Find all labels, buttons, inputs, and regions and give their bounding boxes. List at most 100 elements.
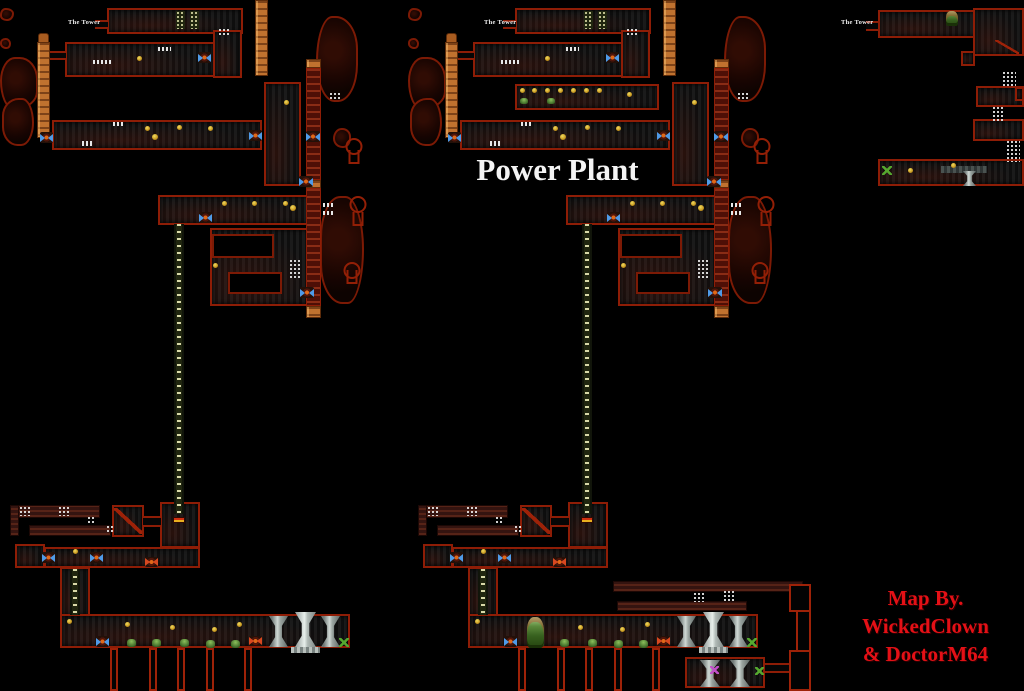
item-dot-icon [145, 126, 150, 131]
brown-duct [10, 505, 19, 536]
dot-row-icon [566, 47, 579, 51]
door-icon [606, 52, 619, 63]
dot-grid-icon [427, 506, 440, 516]
orange-shaft [255, 0, 268, 76]
door-icon [450, 552, 463, 563]
dot-row-icon [158, 47, 171, 51]
dot-grid-icon [1006, 140, 1020, 162]
red-shaft [714, 188, 729, 306]
map-room [621, 30, 650, 78]
area-label-the-tower-left: The Tower [68, 19, 101, 26]
dot-row-icon [82, 141, 94, 146]
orange-shaft [306, 306, 321, 318]
brown-duct [617, 601, 747, 611]
plant-item-icon [206, 640, 215, 648]
door-icon [249, 636, 262, 646]
dot-grid-icon [495, 516, 504, 525]
orange-shaft [714, 306, 729, 318]
x-marker-icon [755, 667, 764, 675]
dot-row-icon [113, 122, 125, 126]
ramp-line [522, 508, 550, 534]
door-icon [145, 557, 158, 567]
item-dot-icon [125, 622, 130, 627]
dot-grid-icon [58, 506, 71, 516]
ladder-track [174, 224, 184, 514]
plant-item-icon [152, 639, 161, 647]
door-icon [96, 636, 109, 647]
dot-row-icon [490, 141, 502, 146]
door-icon [498, 552, 511, 563]
dot-row-icon [323, 211, 333, 215]
room-notch [636, 272, 690, 294]
door-icon [448, 132, 461, 143]
dot-grid-icon [176, 11, 185, 29]
dot-grid-icon [466, 506, 479, 516]
shaft-cap-icon [446, 33, 457, 43]
item-dot-icon [545, 56, 550, 61]
red-pipe [110, 648, 118, 691]
item-dot-icon [545, 88, 550, 93]
item-dot-icon [283, 201, 288, 206]
turbine-icon [963, 171, 976, 186]
red-pipe [206, 648, 214, 691]
dot-grid-icon [584, 11, 593, 29]
door-icon [714, 131, 728, 142]
plant-item-icon [588, 639, 597, 647]
map-room [158, 195, 321, 225]
map-room [264, 82, 301, 186]
item-dot-icon [621, 263, 626, 268]
plant-item-icon [639, 640, 648, 648]
item-dot-icon [571, 88, 576, 93]
ramp-line [995, 40, 1019, 54]
turbine-base [699, 647, 728, 653]
red-pipe [652, 648, 660, 691]
plant-item-icon [547, 98, 555, 104]
dot-grid-icon [992, 106, 1004, 121]
door-icon [607, 212, 620, 223]
brown-duct [418, 505, 508, 518]
area-label-the-tower-right: The Tower [841, 19, 874, 26]
item-dot-icon [630, 201, 635, 206]
map-room [452, 547, 608, 568]
map-room [568, 502, 608, 548]
turbine-icon [729, 616, 748, 647]
turbine-icon [269, 616, 288, 647]
plant-item-icon [520, 98, 528, 104]
red-pipe [585, 648, 593, 691]
item-dot-icon [213, 263, 218, 268]
rock-outcrop [408, 38, 419, 49]
door-icon [300, 287, 314, 298]
plant-item-icon [180, 639, 189, 647]
item-dot-icon [585, 125, 590, 130]
x-marker-icon [747, 638, 757, 647]
dot-grid-icon [737, 92, 749, 100]
room-notch [620, 234, 682, 258]
door-icon [708, 287, 722, 298]
rock-outcrop [410, 98, 442, 146]
ladder-track [70, 569, 80, 615]
room-notch [212, 234, 274, 258]
door-icon [306, 131, 320, 142]
item-dot-icon [560, 134, 566, 140]
item-dot-icon [627, 92, 632, 97]
door-icon [504, 636, 517, 647]
item-dot-icon [290, 205, 296, 211]
item-dot-icon [284, 100, 289, 105]
item-dot-icon [620, 627, 625, 632]
dot-grid-icon [289, 259, 302, 278]
credits-line-3: & DoctorM64 [862, 642, 989, 666]
ramp-line [114, 508, 142, 534]
red-pipe [557, 648, 565, 691]
orange-shaft [306, 59, 321, 68]
item-dot-icon [692, 100, 697, 105]
passage-connector [458, 51, 474, 60]
map-room [685, 657, 765, 688]
red-shaft [714, 68, 729, 180]
rock-outcrop [2, 98, 34, 146]
door-icon [40, 132, 53, 143]
red-pipe [614, 648, 622, 691]
dot-row-icon [323, 203, 333, 207]
credits-line-1: Map By. [887, 586, 964, 610]
